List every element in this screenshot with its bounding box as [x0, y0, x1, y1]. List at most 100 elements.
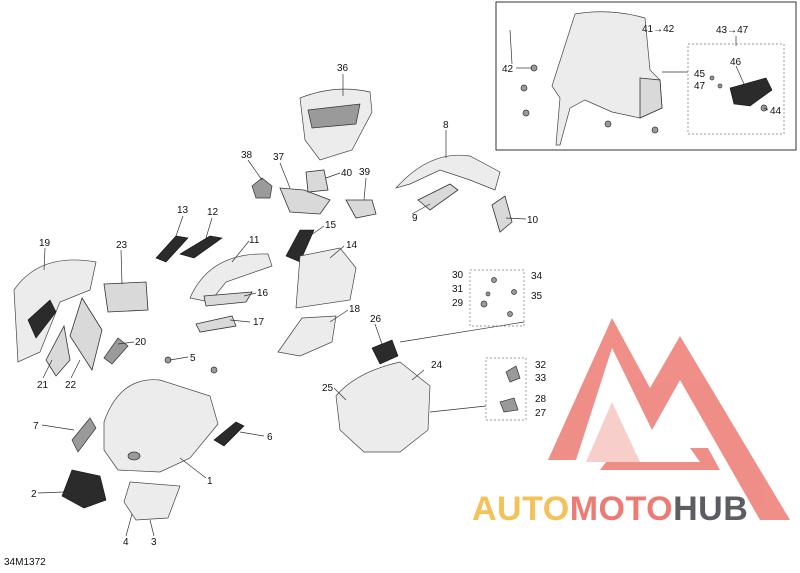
clip-32	[505, 365, 521, 383]
callout-38: 38	[241, 150, 253, 161]
callout-29: 29	[452, 298, 464, 309]
handlebar-shroud-part	[394, 154, 501, 191]
callout-1: 1	[207, 476, 213, 487]
grille-2	[61, 469, 107, 509]
windshield-part	[551, 11, 663, 146]
callout-21: 21	[37, 380, 49, 391]
callout-16: 16	[257, 288, 269, 299]
trim-37	[279, 187, 331, 215]
callout-40: 40	[341, 168, 353, 179]
shroud-insert-9	[417, 183, 459, 211]
washer	[604, 120, 612, 128]
grille-12	[179, 235, 223, 259]
callout-24: 24	[431, 360, 443, 371]
callout-7: 7	[33, 421, 39, 432]
callout-22: 22	[65, 380, 77, 391]
clip-38	[251, 177, 273, 199]
screw-30	[491, 277, 497, 283]
side-panel-24	[335, 361, 431, 453]
callout-37: 37	[273, 152, 285, 163]
screw-42-d	[651, 126, 659, 134]
callout-33: 33	[535, 373, 547, 384]
cover-40	[305, 169, 329, 193]
callout-26: 26	[370, 314, 382, 325]
callout-36: 36	[337, 63, 349, 74]
bracket-20	[103, 337, 129, 365]
callout-31: 31	[452, 284, 464, 295]
callout-13: 13	[177, 205, 189, 216]
nut-34	[511, 289, 517, 295]
callout-43-47: 43→47	[716, 25, 749, 36]
mirror-part	[729, 77, 773, 107]
trim-16	[203, 291, 253, 307]
callout-4: 4	[123, 537, 129, 548]
callout-17: 17	[253, 317, 265, 328]
callout-28: 28	[535, 394, 547, 405]
washer-29	[480, 300, 488, 308]
callout-34: 34	[531, 271, 543, 282]
callout-11: 11	[249, 235, 260, 246]
grille-13	[155, 235, 189, 263]
callout-12: 12	[207, 207, 219, 218]
callout-8: 8	[443, 120, 449, 131]
callout-10: 10	[527, 215, 539, 226]
latch-26	[371, 339, 399, 365]
callout-9: 9	[412, 213, 418, 224]
callout-20: 20	[135, 337, 147, 348]
callout-39: 39	[359, 167, 371, 178]
callout-14: 14	[346, 240, 358, 251]
side-panel-14	[295, 247, 357, 309]
nut-31	[485, 291, 491, 297]
fastener-box-27-33	[485, 357, 527, 421]
panel-21	[45, 324, 71, 377]
callout-5: 5	[190, 353, 196, 364]
washer-45	[709, 75, 715, 81]
side-panel-11	[189, 253, 273, 303]
callout-46: 46	[730, 57, 742, 68]
front-nose-1	[103, 379, 219, 473]
callout-41-42: 41→42	[642, 24, 675, 35]
callout-27: 27	[535, 408, 547, 419]
callout-15: 15	[325, 220, 337, 231]
panel-23	[103, 281, 149, 313]
watermark-word-auto: AUTO	[472, 490, 570, 528]
callout-18: 18	[349, 304, 361, 315]
callout-23: 23	[116, 240, 128, 251]
watermark-brand: AUTOMOTOHUB	[472, 490, 748, 529]
callout-19: 19	[39, 238, 51, 249]
callout-labels: 1 2 3 4 5 6 7 8 9 10 11 12 13 14 15 16 1…	[31, 24, 782, 548]
leader-lines	[37, 29, 769, 537]
trim-6	[213, 421, 245, 447]
side-cap-10	[491, 195, 513, 233]
trim-17	[195, 315, 237, 333]
screw-42-c	[522, 109, 530, 117]
trim-39	[345, 199, 377, 219]
clip-28	[499, 397, 519, 413]
callout-32: 32	[535, 360, 547, 371]
nose-light	[127, 451, 141, 461]
screw-5-b	[210, 366, 218, 374]
inset-frame	[495, 1, 797, 151]
side-panel-18	[277, 315, 337, 357]
watermark-word-hub: HUB	[673, 490, 749, 528]
callout-6: 6	[267, 432, 273, 443]
bumper-3	[123, 481, 181, 521]
callout-42: 42	[502, 64, 514, 75]
gauge-housing	[307, 103, 361, 129]
vent-19	[27, 299, 57, 339]
panel-22	[69, 297, 103, 371]
callout-47: 47	[694, 81, 706, 92]
bracket-7	[71, 417, 97, 453]
washer-47	[717, 83, 723, 89]
callout-44: 44	[770, 106, 782, 117]
callout-25: 25	[322, 383, 334, 394]
watermark-word-moto: MOTO	[569, 490, 674, 528]
fastener-box-29-35	[469, 269, 525, 327]
watermark-logo-icon	[548, 318, 790, 520]
diagram-code: 34M1372	[4, 557, 46, 568]
callout-3: 3	[151, 537, 157, 548]
callout-2: 2	[31, 489, 37, 500]
screw-42-b	[520, 84, 528, 92]
callout-35: 35	[531, 291, 543, 302]
